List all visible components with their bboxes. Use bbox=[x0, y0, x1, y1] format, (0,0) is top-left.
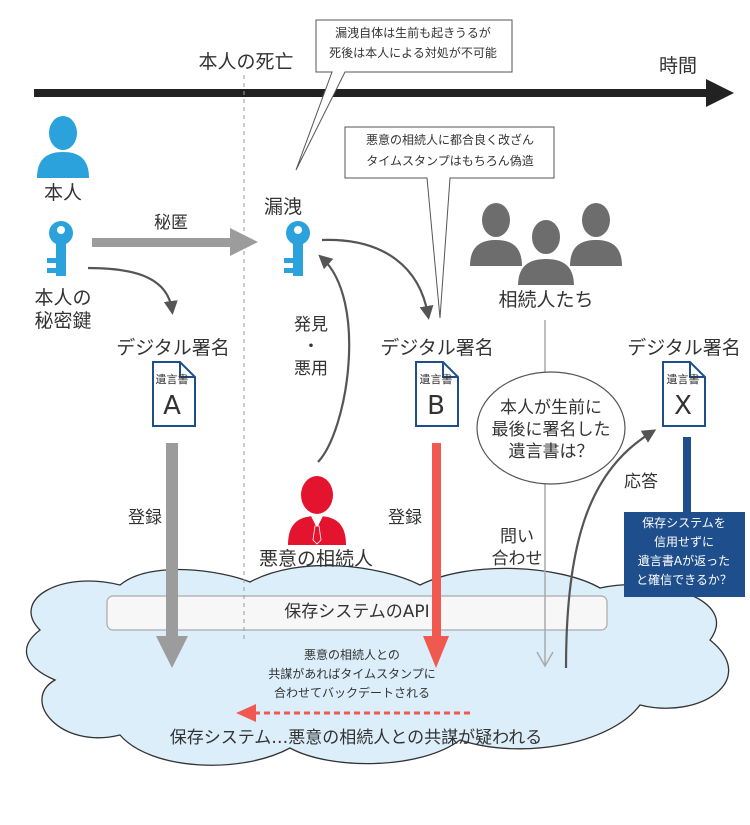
collusion-note-line-2: 共謀があればタイムスタンプに bbox=[268, 667, 436, 681]
register-b-arrow bbox=[423, 443, 449, 668]
question-line-1: 本人が生前に bbox=[500, 398, 602, 418]
doc-a-title: 遺言書 bbox=[155, 373, 189, 386]
timeline-arrowhead bbox=[706, 79, 734, 107]
forgery-callout bbox=[344, 126, 555, 319]
doc-b-signature-label: デジタル署名 bbox=[380, 337, 494, 359]
leaked-key-to-doc-b-arrow bbox=[321, 238, 434, 320]
time-label: 時間 bbox=[658, 55, 698, 77]
question-line-2: 最後に署名した bbox=[491, 420, 611, 440]
question-line-3: 遺言書は？ bbox=[508, 442, 594, 462]
forgery-note-line-1: 悪意の相続人に都合良く改ざん bbox=[365, 133, 535, 147]
doc-a-letter: A bbox=[163, 391, 181, 421]
collusion-note-line-3: 合わせてバックデートされる bbox=[273, 686, 431, 700]
api-bar bbox=[106, 595, 608, 631]
heirs-group-icon bbox=[470, 203, 622, 287]
discover-label-line-2: ・ bbox=[302, 337, 320, 357]
api-label: 保存システムのAPI bbox=[284, 602, 430, 622]
register-b-label: 登録 bbox=[388, 508, 422, 528]
self-key-label-line-1: 本人の bbox=[34, 287, 92, 309]
leak-note-line-2: 死後は本人による対処が不可能 bbox=[329, 46, 497, 60]
doc-a-icon bbox=[152, 361, 196, 427]
trust-note-box bbox=[624, 512, 745, 597]
backdate-arrow bbox=[236, 704, 470, 722]
collusion-note-line-1: 悪意の相続人との bbox=[304, 648, 400, 662]
discover-misuse-arrow bbox=[317, 254, 351, 463]
trust-note-line-2: 信用せずに bbox=[653, 535, 715, 549]
discover-label-line-3: 悪用 bbox=[294, 359, 328, 379]
trust-note-line-1: 保存システムを bbox=[642, 516, 726, 530]
leak-label: 漏洩 bbox=[263, 196, 303, 218]
discover-label-line-1: 発見 bbox=[294, 315, 328, 335]
doc-b-title: 遺言書 bbox=[419, 373, 453, 386]
inquiry-label-line-2: 合わせ bbox=[491, 549, 543, 569]
malicious-heir-label: 悪意の相続人 bbox=[258, 548, 374, 570]
self-label: 本人 bbox=[43, 182, 83, 204]
self-key-to-doc-a-arrow bbox=[87, 266, 178, 315]
leak-callout bbox=[295, 19, 513, 171]
forgery-note-line-2: タイムスタンプはもちろん偽造 bbox=[366, 154, 534, 168]
doc-x-title: 遺言書 bbox=[666, 373, 700, 386]
leak-note-line-1: 漏洩自体は生前も起きうるが bbox=[335, 26, 491, 40]
register-a-arrow bbox=[156, 443, 188, 668]
doc-a-signature-label: デジタル署名 bbox=[116, 337, 230, 359]
heirs-label: 相続人たち bbox=[498, 289, 594, 311]
doc-b-letter: B bbox=[427, 391, 445, 421]
question-bubble bbox=[476, 371, 626, 485]
storage-system-label: 保存システム…悪意の相続人との共謀が疑われる bbox=[169, 728, 543, 748]
conceal-label: 秘匿 bbox=[154, 213, 188, 233]
doc-x-icon bbox=[662, 361, 706, 427]
self-key-hole bbox=[57, 226, 65, 234]
trust-note-line-3: 遺言書Aが返った bbox=[637, 554, 731, 568]
doc-x-letter: X bbox=[674, 391, 692, 421]
trust-note-pointer bbox=[683, 437, 691, 519]
register-a-label: 登録 bbox=[128, 508, 162, 528]
self-key-label-line-2: 秘密鍵 bbox=[34, 310, 92, 332]
death-label: 本人の死亡 bbox=[198, 51, 294, 73]
conceal-arrow bbox=[92, 228, 258, 256]
inquiry-label-line-1: 問い bbox=[500, 527, 534, 547]
trust-note-line-4: と確信できるか？ bbox=[636, 573, 732, 587]
self-person-icon bbox=[37, 116, 89, 178]
leaked-key-hole bbox=[294, 226, 302, 234]
doc-x-signature-label: デジタル署名 bbox=[627, 337, 741, 359]
response-label: 応答 bbox=[624, 472, 658, 492]
malicious-heir-icon bbox=[288, 476, 346, 545]
doc-b-icon bbox=[415, 361, 459, 427]
response-arrow bbox=[564, 429, 657, 669]
